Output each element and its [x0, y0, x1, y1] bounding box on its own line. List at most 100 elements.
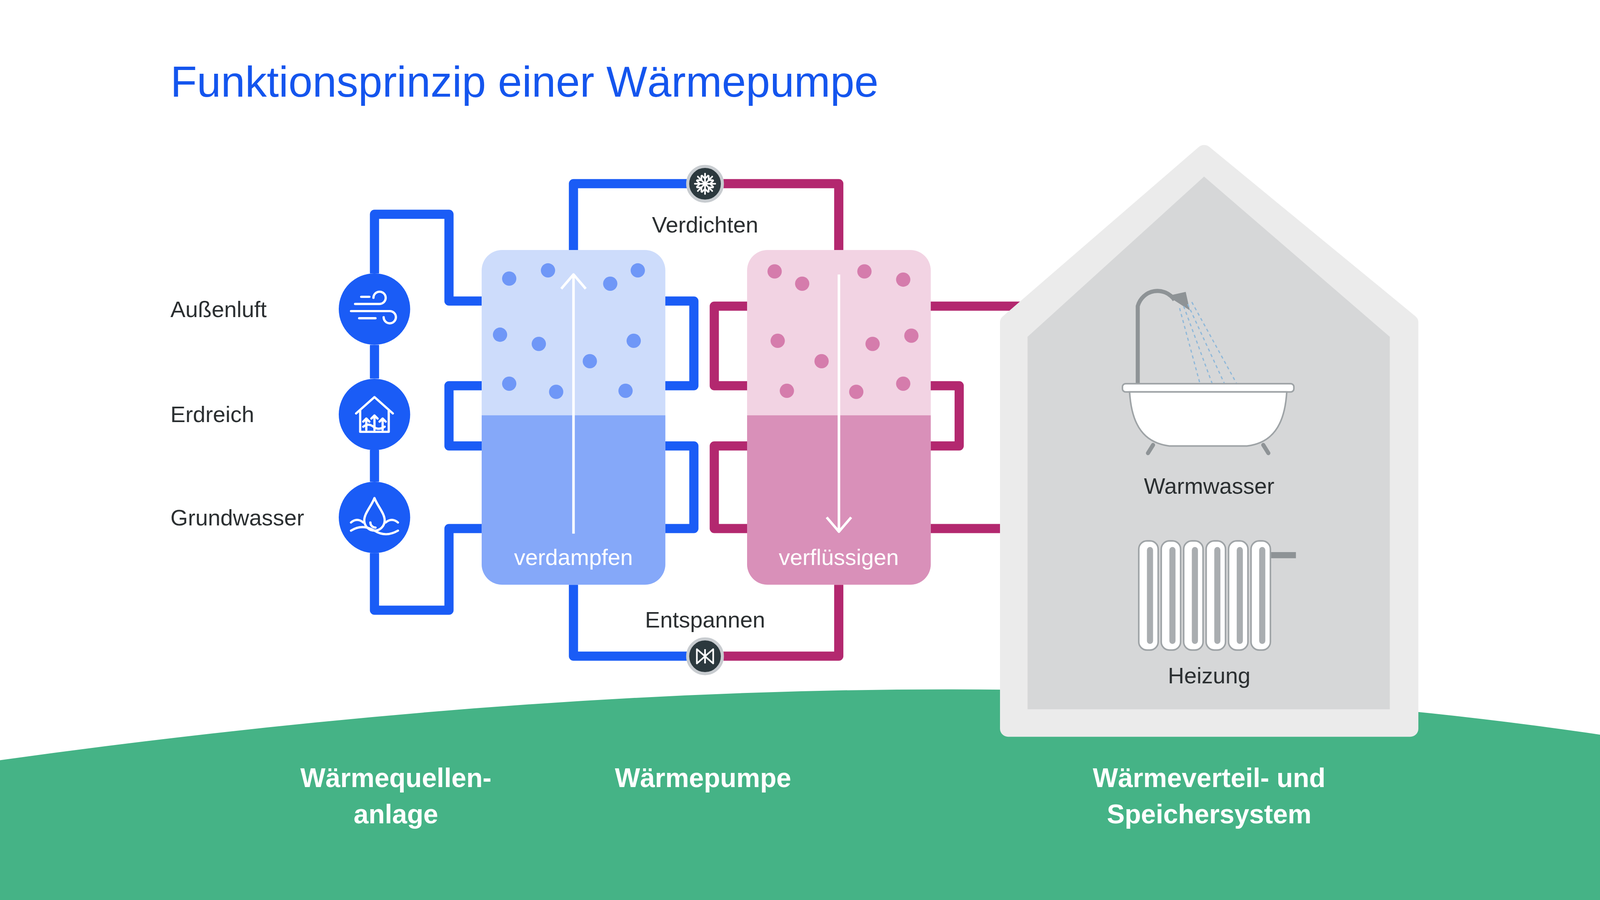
art-shape: [1259, 547, 1266, 645]
condenser-tank-art: [747, 250, 931, 585]
compressor-symbol: Verdichten: [686, 165, 724, 203]
art-shape: [826, 274, 852, 532]
art-shape: [1228, 540, 1249, 650]
heat-source-circle: Außenluft: [338, 273, 410, 345]
art-shape: [1008, 152, 1411, 729]
art-shape: [356, 397, 393, 432]
art-shape: [895, 376, 910, 391]
art-shape: [350, 291, 396, 324]
art-shape: [350, 520, 363, 523]
heat-source-circle-art: [338, 378, 410, 450]
art-shape: [904, 328, 919, 343]
art-shape: [1137, 290, 1175, 386]
art-shape: [350, 311, 396, 324]
art-shape: [540, 263, 555, 278]
art-shape: [697, 649, 714, 664]
art-shape: [895, 272, 910, 287]
art-shape: [582, 354, 597, 369]
art-shape: [1147, 547, 1154, 645]
art-shape: [1147, 445, 1269, 454]
art-shape: [1129, 391, 1287, 446]
section-label: Wärmequellen- anlage: [279, 760, 513, 833]
art-shape: [1179, 308, 1200, 384]
process-label: verdampfen: [514, 543, 633, 571]
art-shape: [350, 497, 398, 535]
expansion-valve-symbol-art: [686, 637, 724, 675]
diagram-title: Funktionsprinzip einer Wärmepumpe: [170, 55, 879, 108]
art-shape: [1191, 547, 1198, 645]
condenser-tank: verflüssigen: [747, 250, 931, 585]
art-shape: [1169, 547, 1176, 645]
art-shape: [1122, 383, 1294, 393]
art-shape: [702, 188, 709, 192]
art-shape: [1267, 552, 1297, 559]
art-shape: [338, 273, 410, 345]
art-shape: [710, 180, 713, 187]
art-shape: [602, 276, 618, 291]
art-shape: [814, 354, 829, 369]
art-shape: [338, 378, 410, 450]
house-art: [1000, 142, 1419, 737]
art-shape: [549, 384, 564, 399]
use-label: Heizung: [1167, 662, 1251, 690]
art-shape: [687, 166, 723, 201]
section-label: Wärmepumpe: [615, 760, 792, 796]
art-shape: [857, 264, 872, 279]
art-shape: [1250, 540, 1271, 650]
art-shape: [630, 263, 645, 278]
component-label: Außenluft: [170, 295, 267, 323]
component-label: Entspannen: [645, 605, 765, 633]
art-shape: [702, 175, 709, 179]
art-shape: [770, 333, 785, 348]
art-shape: [1138, 540, 1159, 650]
art-shape: [695, 173, 716, 194]
heat-source-circle: Grundwasser: [338, 481, 410, 553]
art-shape: [385, 520, 398, 523]
pipe-connector: [370, 345, 380, 379]
art-shape: [360, 410, 389, 432]
art-shape: [706, 185, 714, 192]
art-shape: [355, 291, 386, 304]
art-shape: [1183, 540, 1204, 650]
use-label: Warmwasser: [1144, 472, 1275, 500]
component-label: Erdreich: [170, 400, 255, 428]
art-shape: [1167, 291, 1190, 310]
pipe-connector: [370, 450, 380, 482]
art-shape: [1214, 547, 1221, 645]
section-label: Wärmeverteil- und Speichersystem: [1059, 760, 1360, 833]
art-shape: [849, 384, 864, 399]
evaporator-tank: verdampfen: [481, 250, 666, 585]
pipe-connector: [930, 524, 1013, 534]
art-shape: [350, 527, 398, 535]
component-label: Verdichten: [652, 210, 759, 238]
compressor-symbol-art: [686, 165, 724, 203]
expansion-valve-symbol: Entspannen: [686, 637, 724, 675]
art-shape: [531, 336, 546, 351]
art-shape: [361, 295, 370, 298]
art-shape: [687, 638, 723, 674]
art-shape: [1183, 306, 1213, 384]
art-shape: [779, 383, 794, 398]
heat-source-circle-art: [338, 273, 410, 345]
art-shape: [359, 317, 376, 320]
art-shape: [1161, 540, 1181, 650]
art-shape: [1187, 304, 1225, 384]
heat-source-circle: Erdreich: [338, 378, 410, 450]
art-shape: [1206, 540, 1226, 650]
art-shape: [1236, 547, 1243, 645]
art-shape: [697, 176, 713, 191]
art-shape: [626, 333, 641, 348]
art-shape: [481, 250, 666, 585]
component-label: Grundwasser: [170, 503, 305, 531]
art-shape: [364, 497, 385, 531]
art-shape: [502, 271, 517, 286]
house: WarmwasserHeizung: [1000, 142, 1419, 737]
heat-source-circle-art: [338, 481, 410, 553]
art-shape: [561, 274, 586, 534]
art-shape: [795, 276, 810, 291]
art-shape: [363, 424, 385, 429]
art-shape: [695, 174, 715, 193]
art-shape: [767, 264, 782, 279]
